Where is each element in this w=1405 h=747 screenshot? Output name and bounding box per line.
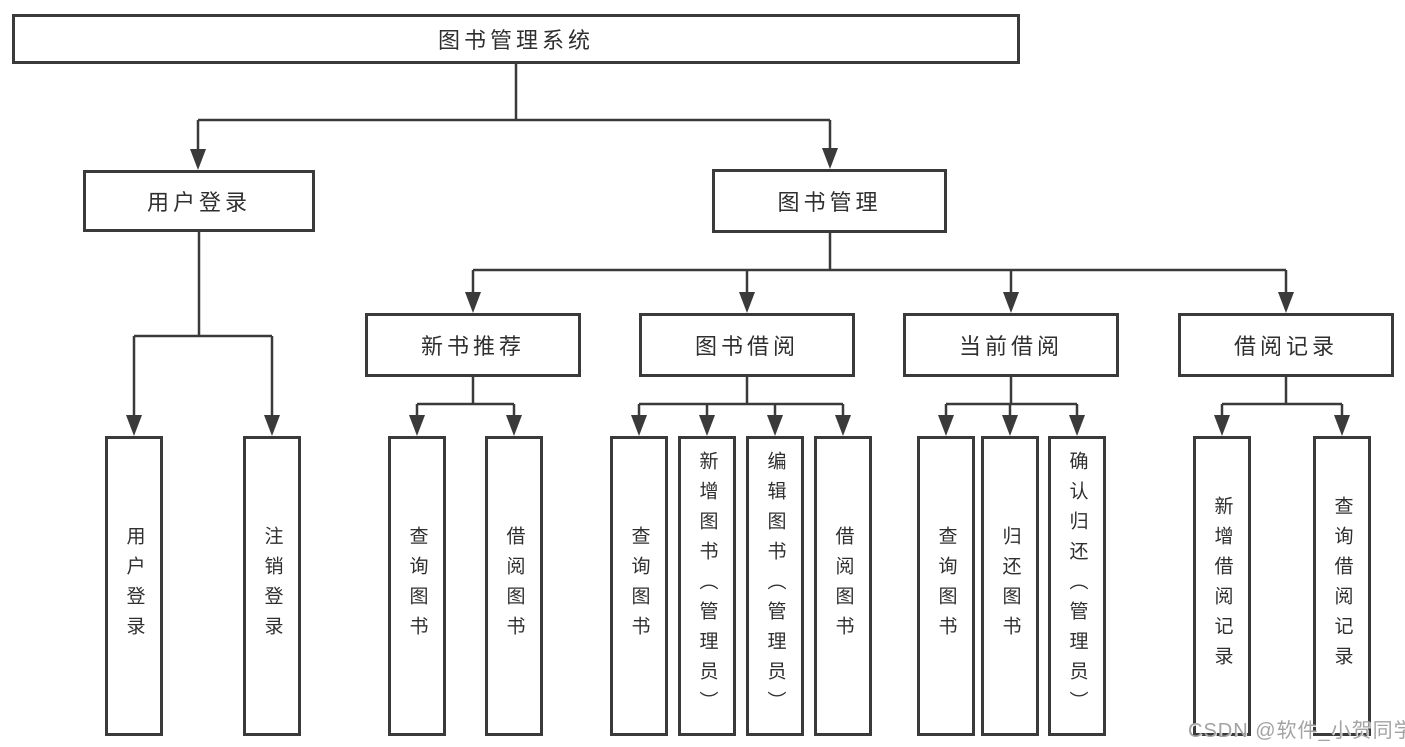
node-label: 编辑图书（管理员） xyxy=(764,451,786,721)
node-label: 查询图书 xyxy=(406,526,428,646)
leaf-user-login: 用户登录 xyxy=(105,436,163,736)
node-label: 借阅记录 xyxy=(1233,334,1338,359)
node-borrow-records: 借阅记录 xyxy=(1178,313,1394,377)
leaf-query-books-borrow: 查询图书 xyxy=(610,436,668,736)
node-book-management: 图书管理 xyxy=(712,169,947,233)
node-label: 注销登录 xyxy=(261,526,283,646)
leaf-borrow-books-recommend: 借阅图书 xyxy=(485,436,543,736)
leaf-logout: 注销登录 xyxy=(243,436,301,736)
leaf-confirm-return-admin: 确认归还（管理员） xyxy=(1048,436,1106,736)
node-label: 查询借阅记录 xyxy=(1331,496,1353,676)
leaf-return-books: 归还图书 xyxy=(981,436,1039,736)
node-label: 图书管理系统 xyxy=(437,28,594,53)
node-label: 新增图书（管理员） xyxy=(696,451,718,721)
node-book-borrow: 图书借阅 xyxy=(639,313,855,377)
node-label: 当前借阅 xyxy=(958,334,1063,359)
node-current-borrow: 当前借阅 xyxy=(903,313,1119,377)
node-label: 归还图书 xyxy=(999,526,1021,646)
node-root: 图书管理系统 xyxy=(12,14,1020,64)
node-label: 用户登录 xyxy=(123,526,145,646)
node-label: 借阅图书 xyxy=(503,526,525,646)
node-label: 新增借阅记录 xyxy=(1211,496,1233,676)
node-label: 查询图书 xyxy=(935,526,957,646)
leaf-query-books-current: 查询图书 xyxy=(917,436,975,736)
tree-edges xyxy=(132,64,1344,420)
node-label: 图书管理 xyxy=(777,190,882,215)
leaf-borrow-books: 借阅图书 xyxy=(814,436,872,736)
node-label: 用户登录 xyxy=(146,190,251,215)
node-label: 确认归还（管理员） xyxy=(1066,451,1088,721)
node-label: 借阅图书 xyxy=(832,526,854,646)
leaf-query-borrow-record: 查询借阅记录 xyxy=(1313,436,1371,736)
leaf-edit-books-admin: 编辑图书（管理员） xyxy=(746,436,804,736)
leaf-add-borrow-record: 新增借阅记录 xyxy=(1193,436,1251,736)
node-label: 图书借阅 xyxy=(694,334,799,359)
node-user-login: 用户登录 xyxy=(83,170,315,232)
leaf-query-books-recommend: 查询图书 xyxy=(388,436,446,736)
arrowheads xyxy=(126,148,1350,436)
node-label: 新书推荐 xyxy=(420,334,525,359)
leaf-add-books-admin: 新增图书（管理员） xyxy=(678,436,736,736)
node-label: 查询图书 xyxy=(628,526,650,646)
csdn-watermark: CSDN @软件_小贺同学 xyxy=(1188,720,1405,742)
node-new-book-recommend: 新书推荐 xyxy=(365,313,581,377)
